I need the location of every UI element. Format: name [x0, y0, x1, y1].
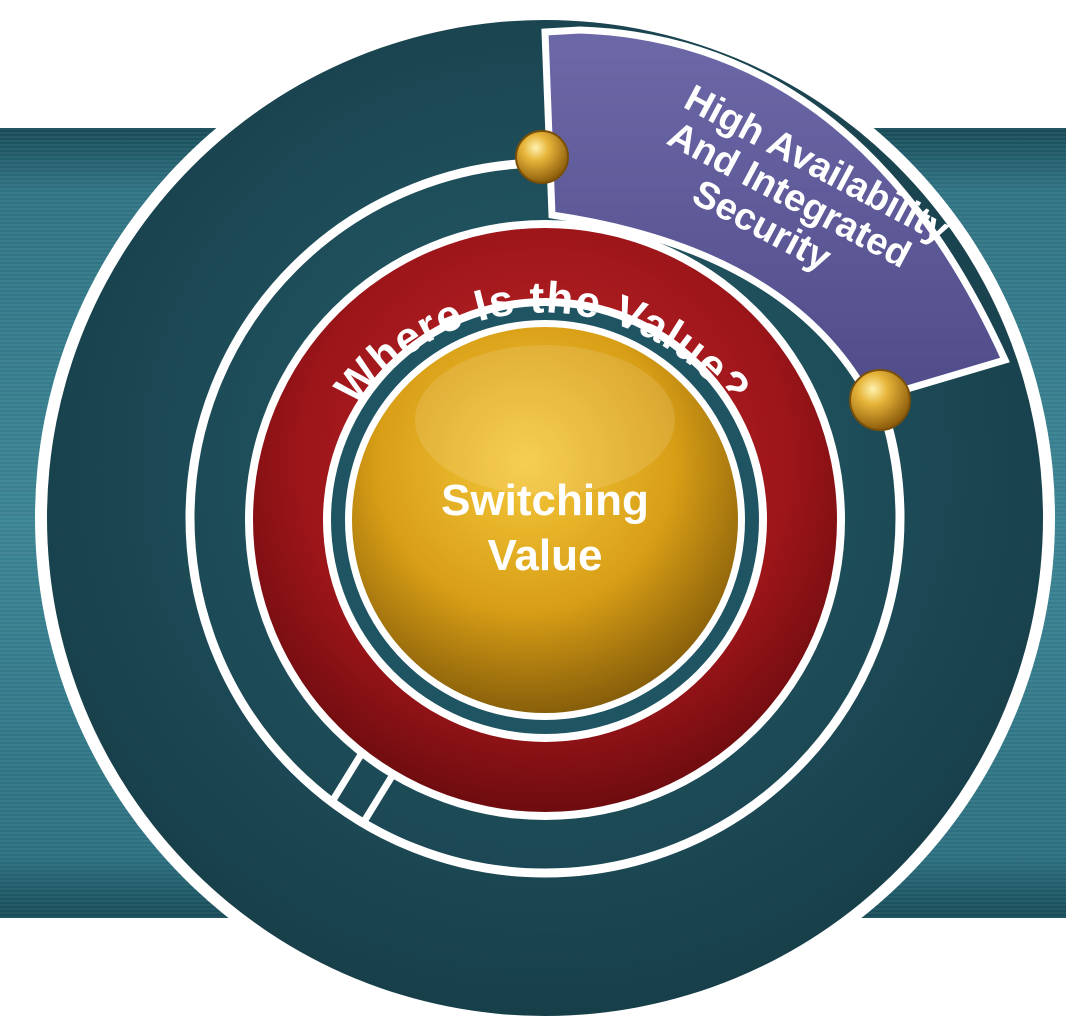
center-sphere	[352, 327, 738, 713]
segment-wedge	[541, 26, 1010, 405]
knob-top	[515, 130, 569, 184]
knob-right	[849, 369, 911, 431]
center-label-line1: Switching	[441, 476, 649, 525]
center-label-line2: Value	[488, 531, 603, 580]
